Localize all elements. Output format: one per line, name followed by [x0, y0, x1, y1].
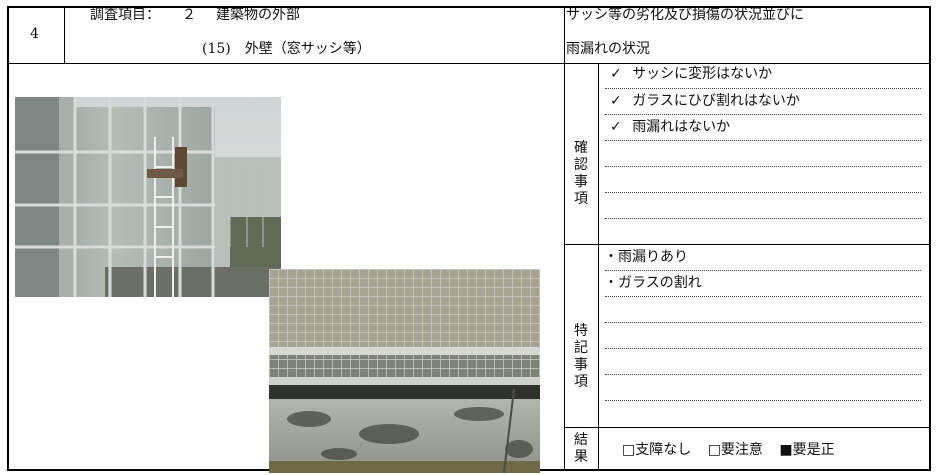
ruled-line [605, 270, 921, 271]
ruled-line [605, 296, 921, 297]
survey-item-label: 調査項目： [90, 7, 160, 23]
result-option-no-problem[interactable]: □支障なし [622, 442, 692, 458]
note-item: ・雨漏りあり [604, 249, 688, 265]
sub-item-title: (15) 外壁（窓サッシ等） [202, 41, 371, 57]
description-line-1: サッシ等の劣化及び損傷の状況並びに [566, 7, 804, 23]
checkmark-icon: ✓ [610, 66, 622, 82]
check-section-label: 確 認 事 項 [574, 140, 588, 207]
check-item: ✓ ガラスにひび割れはないか [610, 93, 800, 109]
notes-section-label: 特 記 事 項 [574, 323, 588, 390]
ruled-line [605, 88, 921, 89]
result-option-correction-required[interactable]: ■要是正 [779, 442, 835, 458]
item-number: 4 [30, 26, 39, 42]
check-item: ✓ 雨漏れはないか [610, 119, 731, 135]
ruled-line [605, 400, 921, 401]
note-item: ・ガラスの割れ [604, 275, 702, 291]
ruled-line [605, 166, 921, 167]
ruled-line [605, 374, 921, 375]
checkbox-filled-icon: ■ [779, 442, 793, 458]
description-divider [564, 6, 565, 471]
result-section-label: 結 果 [574, 432, 588, 465]
survey-item-title: 建築物の外部 [216, 7, 300, 23]
result-option-caution[interactable]: □要注意 [707, 442, 763, 458]
header-divider [7, 63, 931, 64]
checkmark-icon: ✓ [610, 119, 622, 135]
frame-right [929, 6, 931, 471]
check-item: ✓ サッシに変形はないか [610, 66, 773, 82]
notes-result-divider [564, 427, 931, 428]
description-line-2: 雨漏れの状況 [566, 41, 650, 57]
result-options: □支障なし □要注意 ■要是正 [622, 441, 835, 459]
checkmark-icon: ✓ [610, 93, 622, 109]
frame-top [7, 6, 931, 8]
label-column-divider [598, 63, 599, 471]
ruled-line [605, 348, 921, 349]
greenhouse-sash-photo [15, 97, 281, 297]
checkbox-empty-icon: □ [622, 442, 636, 458]
ruled-line [605, 192, 921, 193]
checkbox-empty-icon: □ [707, 442, 721, 458]
survey-item-number: ２ [182, 7, 196, 23]
ruled-line [605, 218, 921, 219]
wire-glass-sash-photo [269, 269, 540, 473]
ruled-line [605, 114, 921, 115]
check-notes-divider [564, 244, 931, 245]
ruled-line [605, 322, 921, 323]
frame-left [7, 6, 9, 471]
number-divider [64, 6, 65, 64]
ruled-line [605, 140, 921, 141]
